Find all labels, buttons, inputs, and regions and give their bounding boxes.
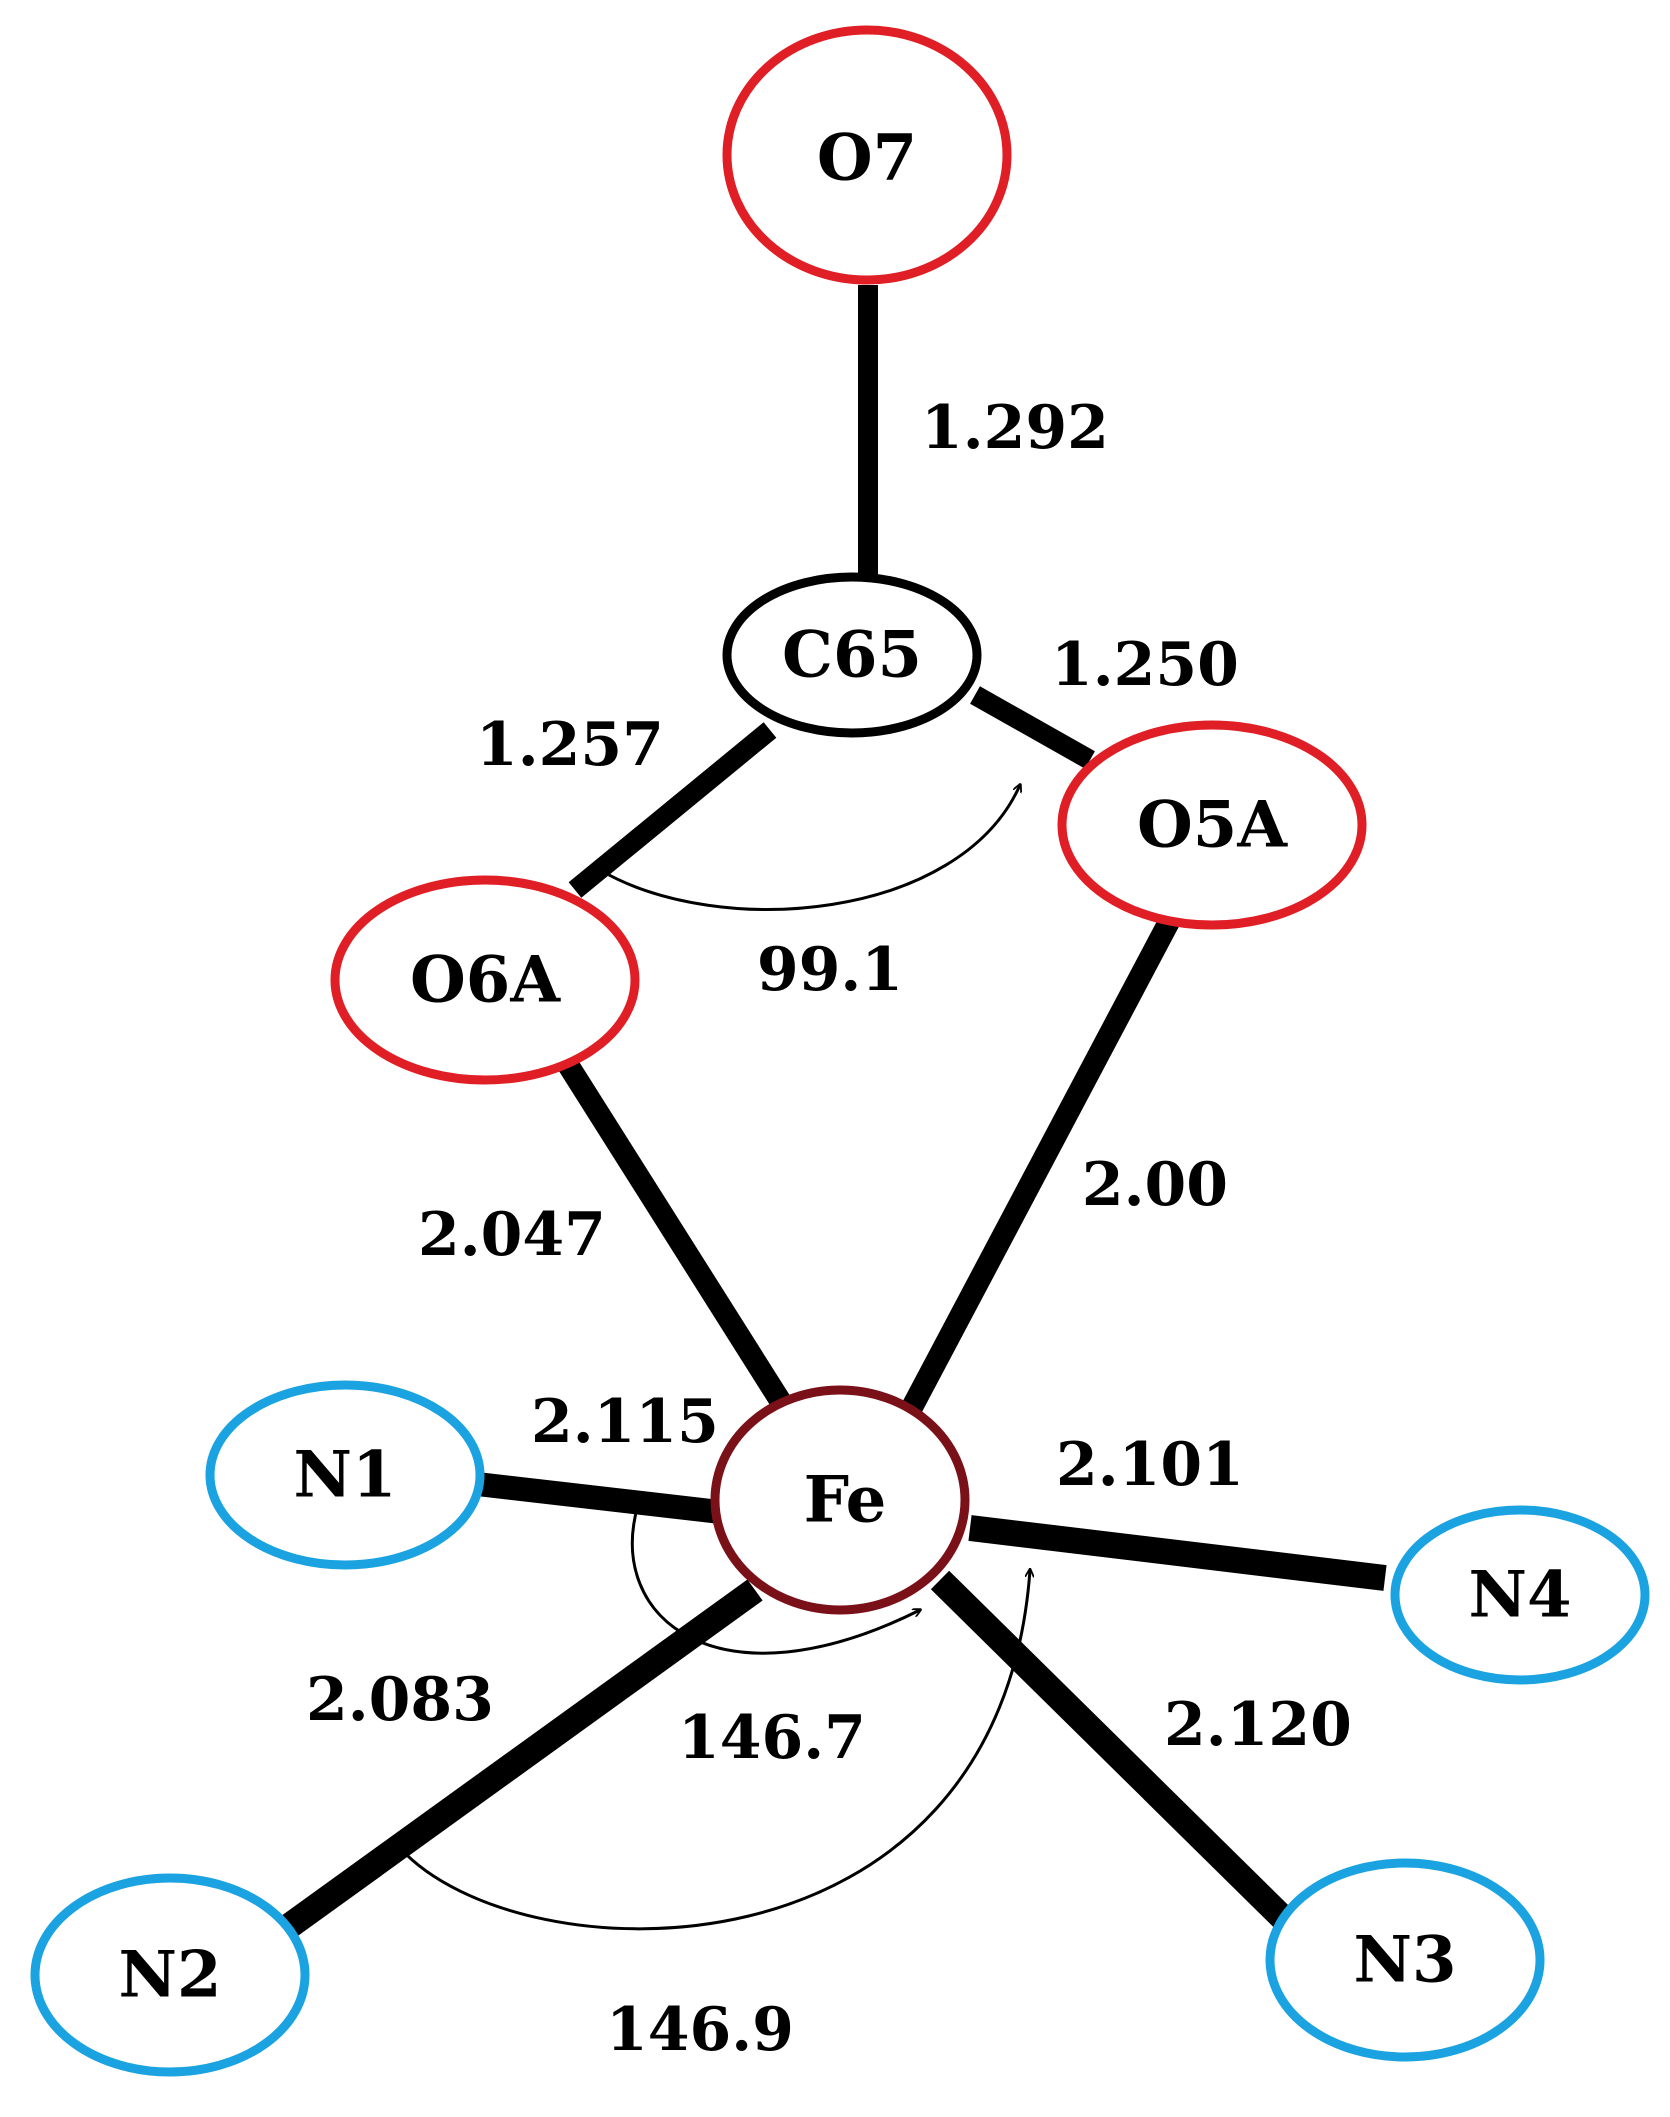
atom-label-o7: O7	[817, 121, 917, 196]
bond-fe-o5a	[890, 914, 1180, 1436]
angle-arc-o6a-c65-o5a	[599, 785, 1020, 911]
angle-n2-fe-n4: 146.9	[606, 1995, 794, 2065]
atom-ring-o6a	[330, 875, 640, 1085]
atom-n1: N1	[205, 1380, 485, 1570]
bond-length-fe-o5a: 2.00	[1082, 1150, 1228, 1220]
bond-c65-o5a	[970, 686, 1095, 769]
atom-label-fe: Fe	[804, 1463, 887, 1538]
angle-o6a-c65-o5a: 99.1	[757, 935, 903, 1005]
atom-label-n1: N1	[293, 1438, 396, 1513]
bond-length-fe-o6a: 2.047	[418, 1200, 606, 1270]
atom-label-n2: N2	[118, 1938, 221, 2013]
angle-arc-n1-fe-n2	[631, 1504, 920, 1655]
atom-ring-o7	[722, 25, 1012, 285]
angle-arc-n2-fe-n4	[398, 1570, 1030, 1931]
angle-n1-fe-n2: 146.7	[678, 1703, 866, 1773]
bond-length-fe-n4: 2.101	[1056, 1430, 1244, 1500]
bond-fe-n3	[930, 1570, 1310, 1945]
bond-fe-n1	[458, 1470, 722, 1524]
bond-length-c65-o6a: 1.257	[476, 710, 664, 780]
bond-c65-o6a	[568, 722, 777, 898]
atom-ring-n4	[1390, 1505, 1650, 1685]
atom-ring-c65	[722, 572, 982, 738]
bond-length-c65-o5a: 1.250	[1051, 630, 1239, 700]
atom-label-c65: C65	[782, 618, 922, 693]
atom-c65: C65	[722, 572, 982, 738]
atom-ring-n3	[1265, 1858, 1545, 2062]
atom-o7: O7	[722, 25, 1012, 285]
atom-label-o5a: O5A	[1137, 788, 1288, 863]
bond-length-fe-n2: 2.083	[306, 1665, 494, 1735]
atom-ring-n2	[30, 1873, 310, 2077]
bond-fe-o6a	[555, 1054, 815, 1446]
atom-ring-fe	[710, 1385, 970, 1615]
atom-label-o6a: O6A	[410, 943, 561, 1018]
atom-ring-o5a	[1057, 720, 1367, 930]
atom-n2: N2	[30, 1873, 310, 2077]
bond-length-fe-n3: 2.120	[1164, 1690, 1352, 1760]
atom-ring-n1	[205, 1380, 485, 1570]
bond-length-fe-n1: 2.115	[531, 1387, 719, 1457]
bond-fe-n2	[262, 1579, 763, 1951]
atom-label-n4: N4	[1468, 1558, 1571, 1633]
atom-n4: N4	[1390, 1505, 1650, 1685]
bond-fe-n4	[968, 1515, 1387, 1591]
bond-length-o7-c65: 1.292	[921, 393, 1109, 463]
atom-o5a: O5A	[1057, 720, 1367, 930]
atom-label-n3: N3	[1353, 1923, 1456, 1998]
atom-fe: Fe	[710, 1385, 970, 1615]
atom-n3: N3	[1265, 1858, 1545, 2062]
atom-o6a: O6A	[330, 875, 640, 1085]
